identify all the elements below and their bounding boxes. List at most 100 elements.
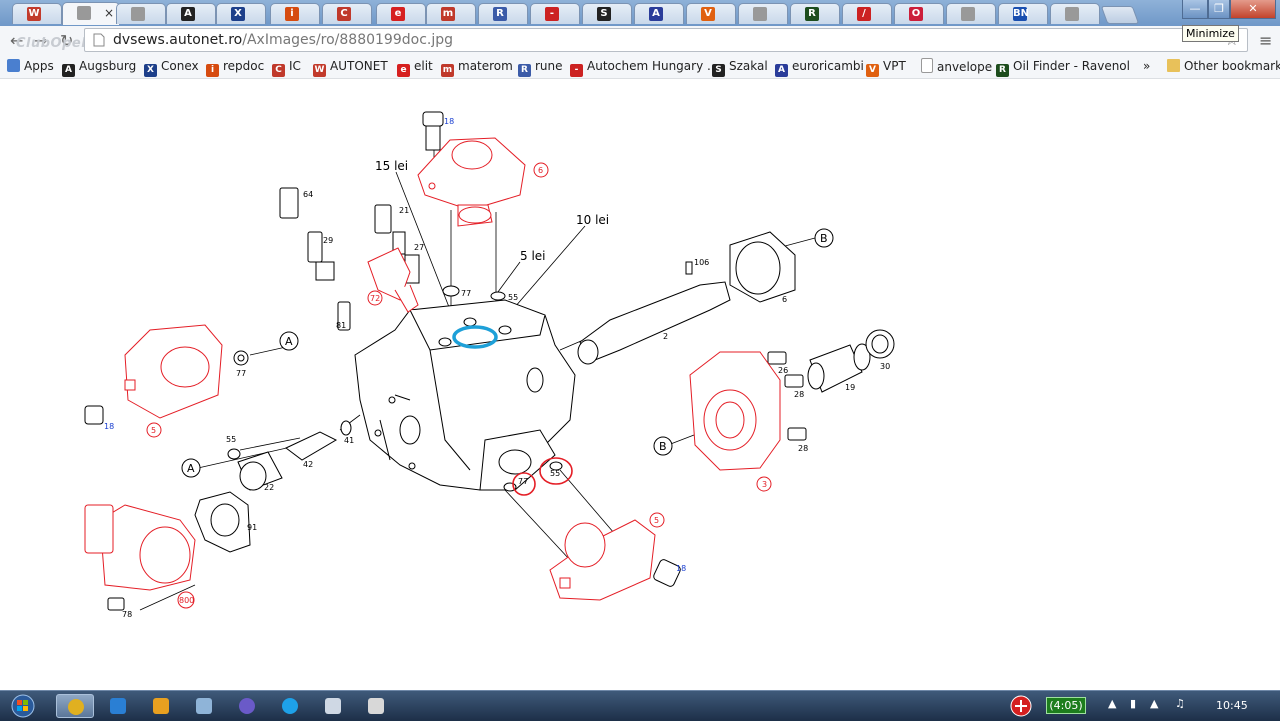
bookmarks-overflow-button[interactable]: » — [1143, 59, 1151, 73]
part-label-64: 64 — [303, 190, 313, 199]
browser-tab[interactable]: A — [634, 3, 684, 24]
bookmark-label: Augsburg — [79, 59, 137, 73]
part-label-3: 3 — [762, 480, 767, 489]
browser-tab[interactable]: R — [790, 3, 840, 24]
page-icon — [753, 7, 767, 21]
bookmark-oil-finder-ravenol[interactable]: R Oil Finder - Ravenol — [996, 58, 1130, 77]
bookmark-label: materom — [458, 59, 513, 73]
browser-tab[interactable]: O — [894, 3, 944, 24]
part-label-28-a: 28 — [794, 390, 804, 399]
bookmark-apps[interactable]: Apps — [7, 58, 54, 75]
browser-tab[interactable]: / — [842, 3, 892, 24]
reload-icon[interactable]: ↻ — [60, 31, 74, 50]
callout-letter-b-top: B — [820, 232, 828, 245]
restore-button[interactable]: ❐ — [1208, 0, 1230, 19]
part-label-26: 26 — [778, 366, 788, 375]
part-label-18-left: 18 — [104, 422, 114, 431]
system-clock[interactable]: 10:45 — [1216, 699, 1248, 712]
browser-tab[interactable] — [1050, 3, 1100, 24]
ai-icon: A — [181, 7, 195, 21]
part-label-91: 91 — [247, 523, 257, 532]
taskbar-app-button[interactable] — [228, 694, 266, 718]
browser-tab[interactable]: V — [686, 3, 736, 24]
chrome-icon — [68, 699, 84, 715]
battery-indicator[interactable]: (4:05) — [1046, 697, 1086, 714]
browser-tab[interactable]: m — [426, 3, 476, 24]
bookmark-anvelope[interactable]: anvelope — [921, 58, 992, 76]
part-label-6-nut: 6 — [782, 295, 787, 304]
taskbar-app-button[interactable] — [56, 694, 94, 718]
address-bar[interactable]: dvsews.autonet.ro/AxImages/ro/8880199doc… — [84, 28, 1248, 52]
part-label-55-top: 55 — [508, 293, 518, 302]
part-label-77-bottom: 77 — [518, 477, 528, 486]
browser-tab[interactable]: S — [582, 3, 632, 24]
media-player-icon — [153, 698, 169, 714]
taskbar-app-button[interactable] — [271, 694, 309, 718]
bookmark-label: AUTONET — [330, 59, 388, 73]
part-label-22: 22 — [264, 483, 274, 492]
taskbar-app-button[interactable] — [142, 694, 180, 718]
browser-tab[interactable]: - — [530, 3, 580, 24]
taskbar-app-button[interactable] — [99, 694, 137, 718]
bookmark-label: euroricambi — [792, 59, 864, 73]
bookmark-label: rune — [535, 59, 563, 73]
apps-grid-icon — [7, 59, 20, 72]
network-signal-icon[interactable]: ▲ — [1150, 697, 1159, 710]
page-icon — [131, 7, 145, 21]
close-tab-icon[interactable]: × — [103, 6, 114, 20]
euroricambi-icon: A — [775, 64, 788, 77]
browser-tab[interactable]: W — [12, 3, 62, 24]
start-button[interactable] — [4, 694, 42, 718]
taskbar-app-button[interactable] — [357, 694, 395, 718]
menu-icon[interactable]: ≡ — [1259, 31, 1273, 50]
part-label-29: 29 — [323, 236, 333, 245]
other-bookmarks-button[interactable]: Other bookmarks — [1167, 58, 1280, 75]
price-annotation-5: 5 lei — [520, 249, 546, 263]
vpt-icon: V — [866, 64, 879, 77]
bookmark-label: repdoc — [223, 59, 265, 73]
url-text[interactable]: dvsews.autonet.ro/AxImages/ro/8880199doc… — [113, 32, 453, 48]
browser-tab[interactable]: R — [478, 3, 528, 24]
back-arrow-icon[interactable]: ← — [10, 31, 24, 50]
browser-tab[interactable]: X — [216, 3, 266, 24]
power-icon[interactable]: ▮ — [1130, 697, 1137, 710]
browser-tab[interactable]: BN — [998, 3, 1048, 24]
forward-arrow-icon[interactable]: → — [34, 31, 48, 50]
bookmark-label: Autochem Hungary ... — [587, 59, 719, 73]
vpt-icon: V — [701, 7, 715, 21]
taskbar-app-button[interactable] — [314, 694, 352, 718]
antivirus-tray-icon[interactable] — [1008, 694, 1034, 718]
bookmark-autochem-hungary[interactable]: -Autochem Hungary ... — [570, 58, 718, 77]
browser-tab[interactable] — [946, 3, 996, 24]
callout-letter-a-bottom: A — [187, 462, 195, 475]
part-label-106: 106 — [694, 258, 709, 267]
close-window-button[interactable]: ✕ — [1230, 0, 1276, 19]
oilfinder-icon: R — [996, 64, 1009, 77]
ic-icon: C — [272, 64, 285, 77]
bookmark-label: Oil Finder - Ravenol — [1013, 59, 1130, 73]
part-label-2: 2 — [663, 332, 668, 341]
volume-muted-icon[interactable]: ♫ — [1175, 697, 1185, 710]
minimize-button[interactable]: — — [1182, 0, 1208, 19]
taskbar-app-button[interactable] — [185, 694, 223, 718]
opera-icon: O — [909, 7, 923, 21]
browser-tab[interactable]: A — [166, 3, 216, 24]
browser-tab[interactable] — [738, 3, 788, 24]
browser-tab[interactable]: e — [376, 3, 426, 24]
browser-tab[interactable] — [116, 3, 166, 24]
browser-tab[interactable]: i — [270, 3, 320, 24]
browser-tab[interactable]: C — [322, 3, 372, 24]
show-hidden-icons-arrow[interactable]: ▲ — [1108, 697, 1117, 710]
part-label-27: 27 — [414, 243, 424, 252]
